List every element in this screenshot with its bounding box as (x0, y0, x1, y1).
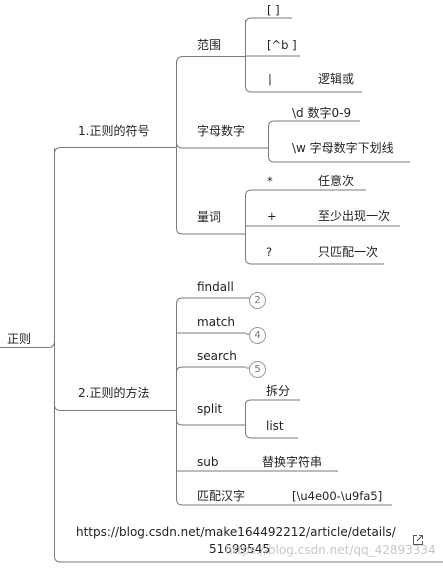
findall-node-label[interactable]: findall (197, 280, 234, 294)
external-link-icon[interactable] (412, 534, 424, 546)
quant-question-symbol[interactable]: ? (266, 245, 273, 259)
quant-spine (245, 196, 384, 265)
alnum-spine (268, 127, 410, 163)
sub-node-label[interactable]: sub (197, 455, 219, 469)
quant-node-label[interactable]: 量词 (197, 210, 222, 224)
match-badge: 4 (249, 327, 266, 344)
alnum-word-item[interactable]: \w 字母数字下划线 (292, 141, 394, 155)
methods-branch-label[interactable]: 2.正则的方法 (78, 386, 150, 400)
range-node-label[interactable]: 范围 (197, 38, 222, 52)
note-line-1[interactable]: https://blog.csdn.net/make164492212/arti… (76, 525, 396, 539)
split-node-label[interactable]: split (197, 402, 223, 416)
chinese-node-label[interactable]: 匹配汉字 (197, 489, 246, 503)
range-or-desc[interactable]: 逻辑或 (318, 72, 355, 86)
quant-plus-symbol[interactable]: + (267, 209, 277, 223)
range-item-pipe[interactable]: | (268, 72, 272, 86)
chinese-desc[interactable]: [\u4e00-\u9fa5] (292, 489, 383, 503)
methods-spine (176, 304, 392, 506)
findall-badge: 2 (249, 292, 266, 309)
range-item-brackets[interactable]: [ ] (267, 3, 280, 17)
root-node-label[interactable]: 正则 (7, 332, 32, 346)
root-to-symbols (47, 340, 55, 348)
quant-star-desc[interactable]: 任意次 (318, 174, 355, 188)
split-spine (245, 404, 298, 439)
quant-plus-desc[interactable]: 至少出现一次 (318, 209, 391, 223)
split-list-item[interactable]: list (266, 419, 284, 433)
range-item-negated[interactable]: [^b ] (267, 38, 297, 52)
sub-desc[interactable]: 替换字符串 (262, 455, 323, 469)
quant-star-symbol[interactable]: * (267, 174, 273, 188)
symbols-spine (176, 63, 244, 235)
range-spine (245, 20, 362, 93)
search-badge: 5 (249, 361, 266, 378)
watermark-text: https://blog.csdn.net/qq_42893334 (225, 543, 436, 557)
symbols-branch-label[interactable]: 1.正则的符号 (78, 124, 150, 138)
alnum-node-label[interactable]: 字母数字 (197, 124, 246, 138)
root-spine (54, 148, 443, 563)
quant-question-desc[interactable]: 只匹配一次 (318, 245, 379, 259)
note-line-2[interactable]: 51699545 (209, 542, 271, 556)
alnum-digit-item[interactable]: \d 数字0-9 (292, 106, 352, 120)
match-node-label[interactable]: match (197, 315, 235, 329)
split-desc[interactable]: 拆分 (266, 384, 291, 398)
search-node-label[interactable]: search (197, 349, 237, 363)
